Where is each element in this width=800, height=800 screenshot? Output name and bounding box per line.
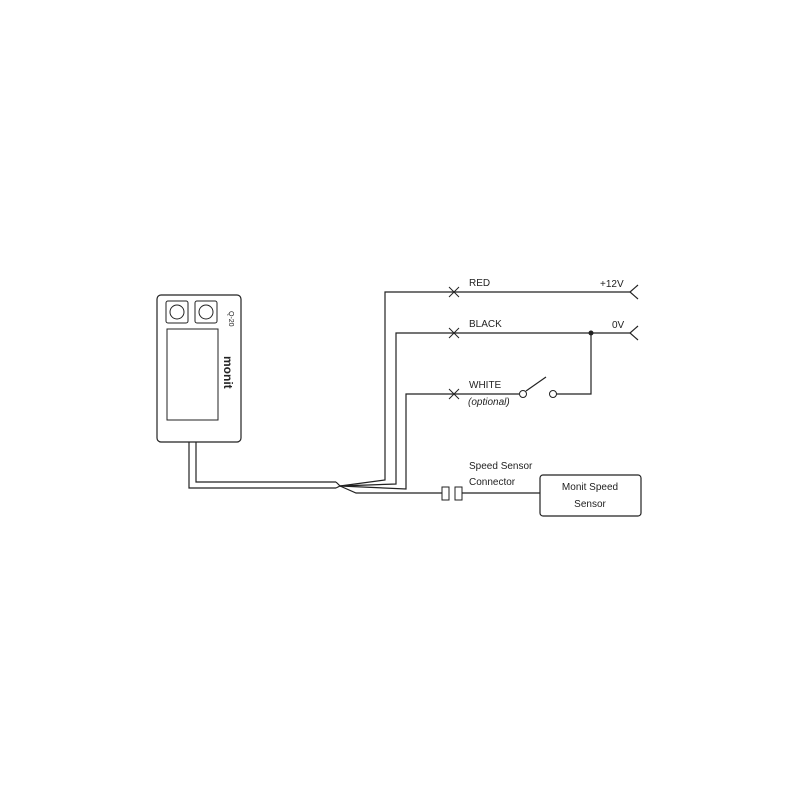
- device-display: [166, 328, 219, 421]
- monit-device: Q-20 monit: [156, 294, 242, 443]
- plus12v-label: +12V: [600, 279, 624, 290]
- black-wire-cut-mark: [448, 327, 460, 339]
- device-button-right[interactable]: [194, 300, 218, 324]
- speed-sensor-box: Monit Speed Sensor: [539, 474, 642, 517]
- connector-label-line2: Connector: [469, 477, 516, 488]
- white-wire: WHITE (optional): [339, 333, 592, 490]
- device-model-label: Q-20: [227, 311, 234, 327]
- black-wire-label: BLACK: [469, 319, 502, 330]
- plus12v-terminal-icon: [629, 284, 639, 300]
- white-wire-optional-note: (optional): [468, 397, 510, 408]
- connector-label-line1: Speed Sensor: [469, 461, 533, 472]
- black-wire: BLACK 0V: [339, 319, 639, 487]
- zero-volt-terminal-icon: [629, 325, 639, 341]
- red-wire: RED +12V: [339, 278, 639, 487]
- speed-sensor-connector-icon: [441, 486, 463, 501]
- switch-icon: [519, 376, 557, 398]
- device-brand-logo: monit: [221, 356, 235, 389]
- red-wire-cut-mark: [448, 286, 460, 298]
- device-cable: [188, 442, 342, 489]
- white-wire-cut-mark: [448, 388, 460, 400]
- white-wire-label: WHITE: [469, 380, 502, 391]
- device-button-left[interactable]: [165, 300, 189, 324]
- speed-sensor-label-line1: Monit Speed: [562, 482, 618, 493]
- speed-sensor-label-line2: Sensor: [574, 499, 606, 510]
- speed-sensor-line: Speed Sensor Connector: [339, 461, 540, 501]
- zero-volt-label: 0V: [612, 320, 625, 331]
- red-wire-label: RED: [469, 278, 490, 289]
